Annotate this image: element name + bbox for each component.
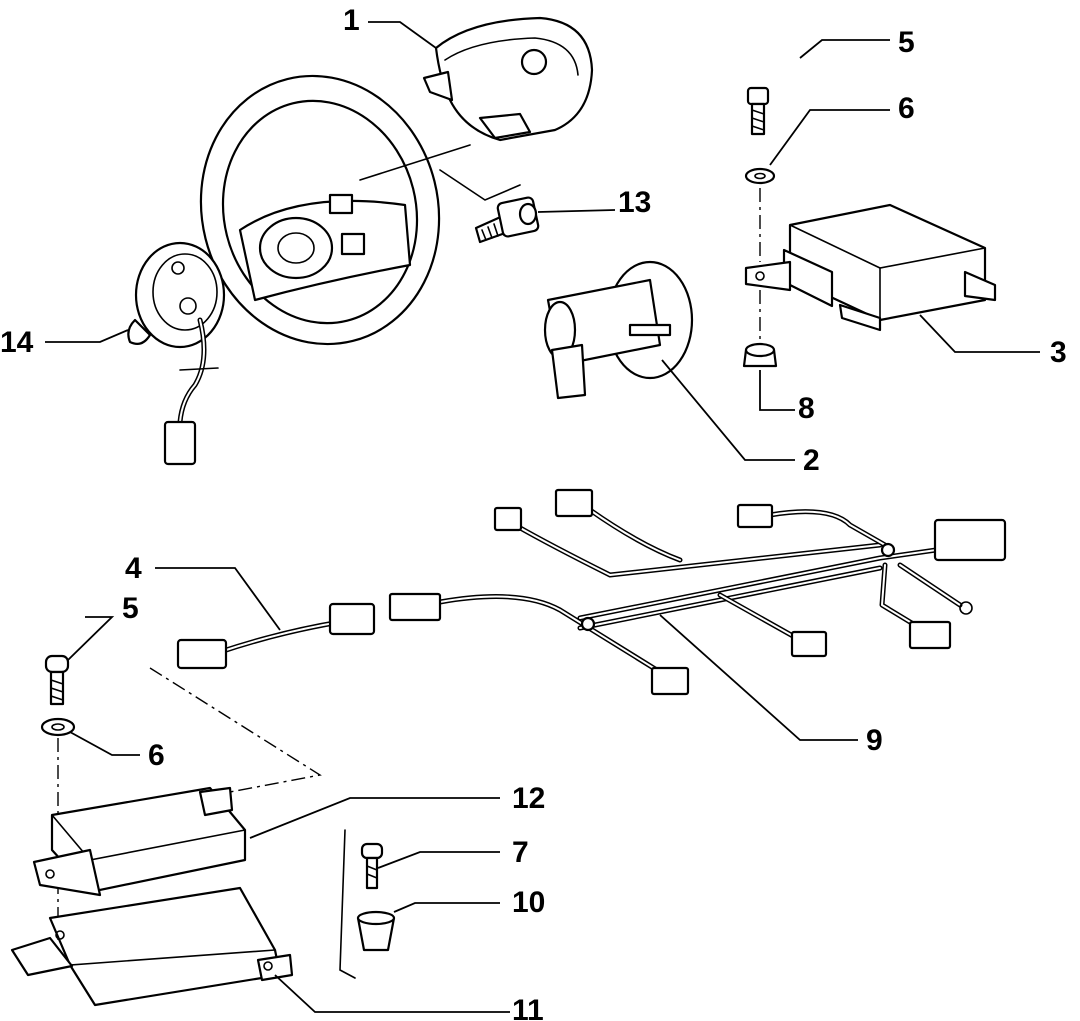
airbag-module xyxy=(422,16,594,142)
callout-1: 1 xyxy=(343,4,360,37)
ignition-switch xyxy=(543,260,694,400)
upper-screw xyxy=(746,86,770,136)
lower-washer xyxy=(40,717,76,737)
callout-3: 3 xyxy=(1050,336,1067,369)
callout-7: 7 xyxy=(512,836,529,869)
nut xyxy=(742,342,778,368)
airbag-cable xyxy=(176,602,376,670)
clip-nut xyxy=(356,910,396,952)
callout-5-upper: 5 xyxy=(898,26,915,59)
callout-13: 13 xyxy=(618,186,651,219)
callout-5-lower: 5 xyxy=(122,592,139,625)
callout-6-lower: 6 xyxy=(148,739,165,772)
callout-11: 11 xyxy=(512,994,544,1021)
callout-9: 9 xyxy=(866,724,883,757)
clock-spring xyxy=(127,241,226,466)
callout-10: 10 xyxy=(512,886,545,919)
callout-14: 14 xyxy=(0,326,34,359)
callout-4: 4 xyxy=(125,552,142,585)
control-unit xyxy=(744,203,997,332)
callout-2: 2 xyxy=(803,444,820,477)
steering-bolt xyxy=(474,196,540,244)
lower-screw xyxy=(44,654,70,706)
passenger-airbag-module xyxy=(32,786,247,897)
small-screw xyxy=(360,842,384,890)
steering-wheel xyxy=(199,74,521,346)
upper-washer xyxy=(744,167,776,185)
leader-lines xyxy=(45,21,1040,1013)
callout-8: 8 xyxy=(798,392,815,425)
wiring-harness xyxy=(388,488,1007,696)
mounting-bracket xyxy=(10,886,294,1007)
callout-6-upper: 6 xyxy=(898,92,915,125)
callout-12: 12 xyxy=(512,782,545,815)
